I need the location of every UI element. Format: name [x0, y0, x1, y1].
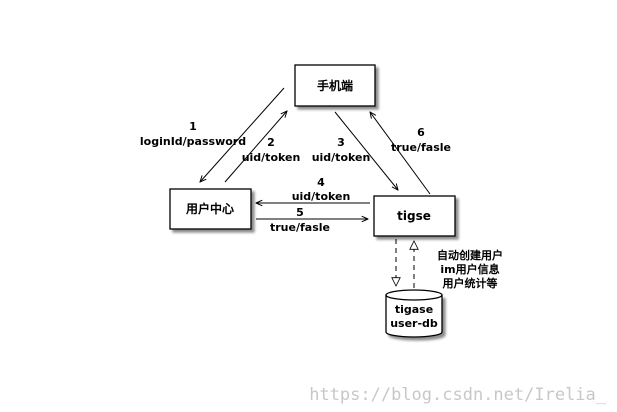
mobile-node-label: 手机端	[317, 78, 353, 93]
db-label-line1: tigase	[395, 303, 433, 316]
user-db-cylinder: tigase user-db	[385, 289, 443, 338]
edge-6-arrow	[370, 112, 431, 195]
db-note-line3: 用户统计等	[443, 276, 498, 290]
edge-1-arrow	[200, 87, 285, 182]
edge-3-label: uid/token	[312, 151, 371, 164]
user-center-node-label: 用户中心	[185, 201, 234, 216]
edge-2-arrow	[224, 111, 287, 183]
db-label-line2: user-db	[390, 317, 438, 330]
tigse-node: tigse	[373, 195, 456, 237]
tigse-node-label: tigse	[397, 209, 431, 223]
db-note-line1: 自动创建用户	[437, 248, 503, 262]
edge-1-number: 1	[189, 120, 197, 133]
edge-2-label: uid/token	[242, 151, 301, 164]
edge-5-number: 5	[296, 206, 304, 219]
edge-3-number: 3	[337, 136, 345, 149]
edge-6-number: 6	[417, 126, 425, 139]
edge-4-number: 4	[317, 176, 325, 189]
edge-1-label: loginId/password	[140, 135, 246, 148]
user-center-node: 用户中心	[169, 188, 252, 230]
edge-6-label: true/fasle	[391, 141, 451, 154]
edge-2-number: 2	[267, 136, 275, 149]
mobile-node: 手机端	[294, 64, 376, 107]
watermark: https://blog.csdn.net/Irelia_	[309, 385, 607, 405]
edge-4-label: uid/token	[292, 190, 351, 203]
edge-5-label: true/fasle	[270, 221, 330, 234]
edge-3-arrow	[334, 111, 398, 190]
db-note-line2: im用户信息	[440, 262, 499, 276]
